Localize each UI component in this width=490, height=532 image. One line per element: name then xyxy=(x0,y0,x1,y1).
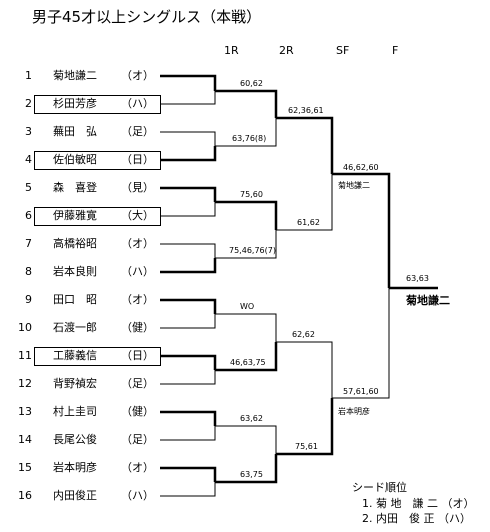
page-title: 男子45才以上シングルス（本戦） xyxy=(32,8,262,26)
player-name: 高橋裕昭 xyxy=(53,237,97,250)
player-number: 1 xyxy=(25,69,32,82)
sf-winner-bottom: 岩本明彦 xyxy=(338,407,370,416)
player-number: 12 xyxy=(18,377,32,390)
player-name: 岩本明彦 xyxy=(53,461,97,474)
round-label-1r: 1R xyxy=(224,44,239,57)
match-score: 75,60 xyxy=(240,190,263,199)
player-team: （オ） xyxy=(121,69,154,82)
player-name: 背野禎宏 xyxy=(53,377,97,390)
player-number: 4 xyxy=(25,153,32,166)
player-name: 岩本良則 xyxy=(53,265,97,278)
round-label-f: F xyxy=(392,44,399,57)
player-team: （オ） xyxy=(121,237,154,250)
sf-winner-top: 菊地謙二 xyxy=(338,181,370,190)
player-team: （ハ） xyxy=(121,265,154,278)
round-label-2r: 2R xyxy=(279,44,294,57)
round-label-sf: SF xyxy=(336,44,350,57)
champion-name: 菊地謙二 xyxy=(406,294,450,307)
match-score: 63,63 xyxy=(406,274,429,283)
player-name: 蕪田 弘 xyxy=(53,125,97,138)
player-number: 7 xyxy=(25,237,32,250)
player-team: （オ） xyxy=(121,293,154,306)
player-team: （足） xyxy=(121,433,154,446)
player-team: （日） xyxy=(121,349,154,362)
seed-order-title: シード順位 xyxy=(352,481,407,494)
player-team: （オ） xyxy=(121,461,154,474)
match-score: 63,62 xyxy=(240,414,263,423)
player-name: 工藤義信 xyxy=(53,349,97,362)
player-number: 14 xyxy=(18,433,32,446)
match-score: 62,62 xyxy=(292,330,315,339)
player-name: 佐伯敏昭 xyxy=(53,153,97,166)
player-name: 杉田芳彦 xyxy=(53,97,97,110)
match-score: 75,46,76(7) xyxy=(229,246,276,255)
player-team: （見） xyxy=(121,181,154,194)
player-name: 菊地謙二 xyxy=(53,69,97,82)
player-name: 村上圭司 xyxy=(53,405,97,418)
player-name: 長尾公俊 xyxy=(53,433,97,446)
player-number: 8 xyxy=(25,265,32,278)
player-name: 田口 昭 xyxy=(53,293,97,306)
match-score: 63,75 xyxy=(240,470,263,479)
match-score: 75,61 xyxy=(295,442,318,451)
player-team: （足） xyxy=(121,125,154,138)
player-number: 6 xyxy=(25,209,32,222)
player-number: 10 xyxy=(18,321,32,334)
match-score: 62,36,61 xyxy=(288,106,324,115)
player-number: 5 xyxy=(25,181,32,194)
player-team: （日） xyxy=(121,153,154,166)
player-name: 森 喜登 xyxy=(53,181,97,194)
match-score: WO xyxy=(240,302,255,311)
match-score: 46,63,75 xyxy=(230,358,266,367)
player-team: （健） xyxy=(121,321,154,334)
player-name: 石渡一郎 xyxy=(53,321,97,334)
player-team: （大） xyxy=(121,209,154,222)
player-number: 16 xyxy=(18,489,32,502)
player-team: （ハ） xyxy=(121,489,154,502)
player-number: 3 xyxy=(25,125,32,138)
player-number: 15 xyxy=(18,461,32,474)
match-score: 63,76(8) xyxy=(232,134,267,143)
player-team: （足） xyxy=(121,377,154,390)
player-number: 9 xyxy=(25,293,32,306)
player-name: 伊藤雅寛 xyxy=(53,209,97,222)
match-score: 60,62 xyxy=(240,79,263,88)
player-team: （ハ） xyxy=(121,97,154,110)
match-score: 46,62,60 xyxy=(343,163,379,172)
player-name: 内田俊正 xyxy=(53,489,97,502)
player-team: （健） xyxy=(121,405,154,418)
player-number: 2 xyxy=(25,97,32,110)
match-score: 61,62 xyxy=(297,218,320,227)
seed-item-2: 2. 内田 俊 正 （ハ） xyxy=(362,512,471,525)
seed-item-1: 1. 菊 地 謙 二 （オ） xyxy=(362,497,475,510)
match-score: 57,61,60 xyxy=(343,387,379,396)
player-number: 11 xyxy=(18,349,32,362)
player-number: 13 xyxy=(18,405,32,418)
